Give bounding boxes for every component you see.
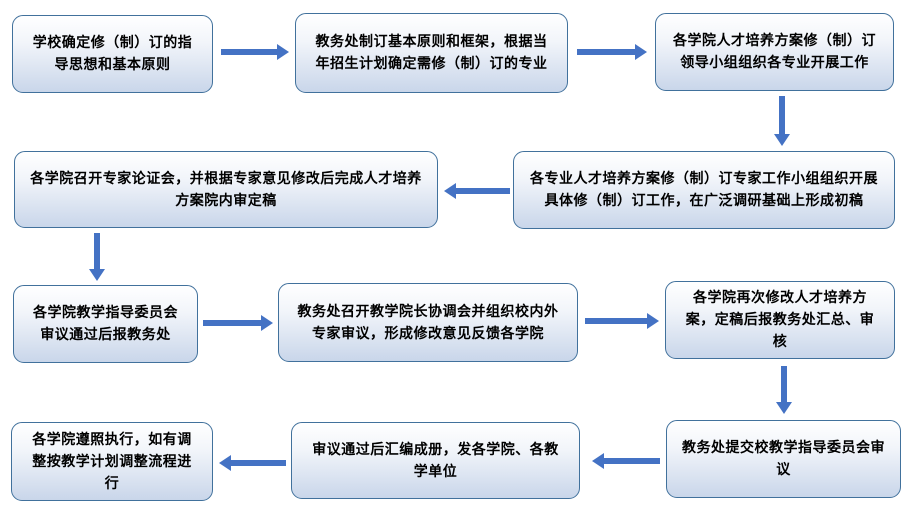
arrow-down-3-to-4	[774, 96, 790, 146]
arrow-right-1-to-2	[221, 44, 289, 60]
arrow-right-7-to-8	[585, 313, 659, 329]
arrow-down-5-to-6	[89, 233, 105, 281]
step-2-box: 教务处制订基本原则和框架，根据当年招生计划确定需修（制）订的专业	[295, 13, 568, 93]
step-8-text: 各学院再次修改人才培养方案，定稿后报教务处汇总、审核	[685, 290, 875, 350]
step-5-box: 各学院召开专家论证会，并根据专家意见修改后完成人才培养方案院内审定稿	[14, 151, 438, 228]
step-1-box: 学校确定修（制）订的指导思想和基本原则	[12, 15, 213, 93]
step-4-text: 各专业人才培养方案修（制）订专家工作小组组织开展具体修（制）订工作，在广泛调研基…	[530, 171, 878, 209]
step-6-text: 各学院教学指导委员会审议通过后报教务处	[33, 305, 178, 343]
step-1-text: 学校确定修（制）订的指导思想和基本原则	[32, 35, 193, 73]
step-8-box: 各学院再次修改人才培养方案，定稿后报教务处汇总、审核	[665, 281, 895, 359]
step-10-text: 审议通过后汇编成册，发各学院、各教学单位	[312, 441, 559, 480]
arrow-down-8-to-9	[776, 366, 792, 414]
step-7-text: 教务处召开教学院长协调会并组织校内外专家审议，形成修改意见反馈各学院	[297, 303, 559, 342]
step-9-box: 教务处提交校教学指导委员会审议	[666, 420, 901, 498]
arrow-left-9-to-10	[592, 453, 660, 469]
step-2-text: 教务处制订基本原则和框架，根据当年招生计划确定需修（制）订的专业	[315, 34, 548, 72]
arrow-right-6-to-7	[203, 315, 273, 331]
step-11-box: 各学院遵照执行，如有调整按教学计划调整流程进行	[11, 422, 213, 501]
step-6-box: 各学院教学指导委员会审议通过后报教务处	[13, 285, 198, 363]
step-3-text: 各学院人才培养方案修（制）订领导小组组织各专业开展工作	[673, 33, 876, 71]
step-11-text: 各学院遵照执行，如有调整按教学计划调整流程进行	[32, 431, 192, 492]
step-4-box: 各专业人才培养方案修（制）订专家工作小组组织开展具体修（制）订工作，在广泛调研基…	[513, 151, 895, 229]
arrow-right-2-to-3	[577, 44, 647, 60]
step-3-box: 各学院人才培养方案修（制）订领导小组组织各专业开展工作	[655, 13, 894, 91]
step-10-box: 审议通过后汇编成册，发各学院、各教学单位	[291, 422, 580, 499]
step-7-box: 教务处召开教学院长协调会并组织校内外专家审议，形成修改意见反馈各学院	[278, 283, 578, 362]
step-9-text: 教务处提交校教学指导委员会审议	[682, 440, 885, 478]
arrow-left-10-to-11	[219, 455, 286, 471]
arrow-left-4-to-5	[444, 183, 510, 199]
step-5-text: 各学院召开专家论证会，并根据专家意见修改后完成人才培养方案院内审定稿	[30, 170, 422, 209]
